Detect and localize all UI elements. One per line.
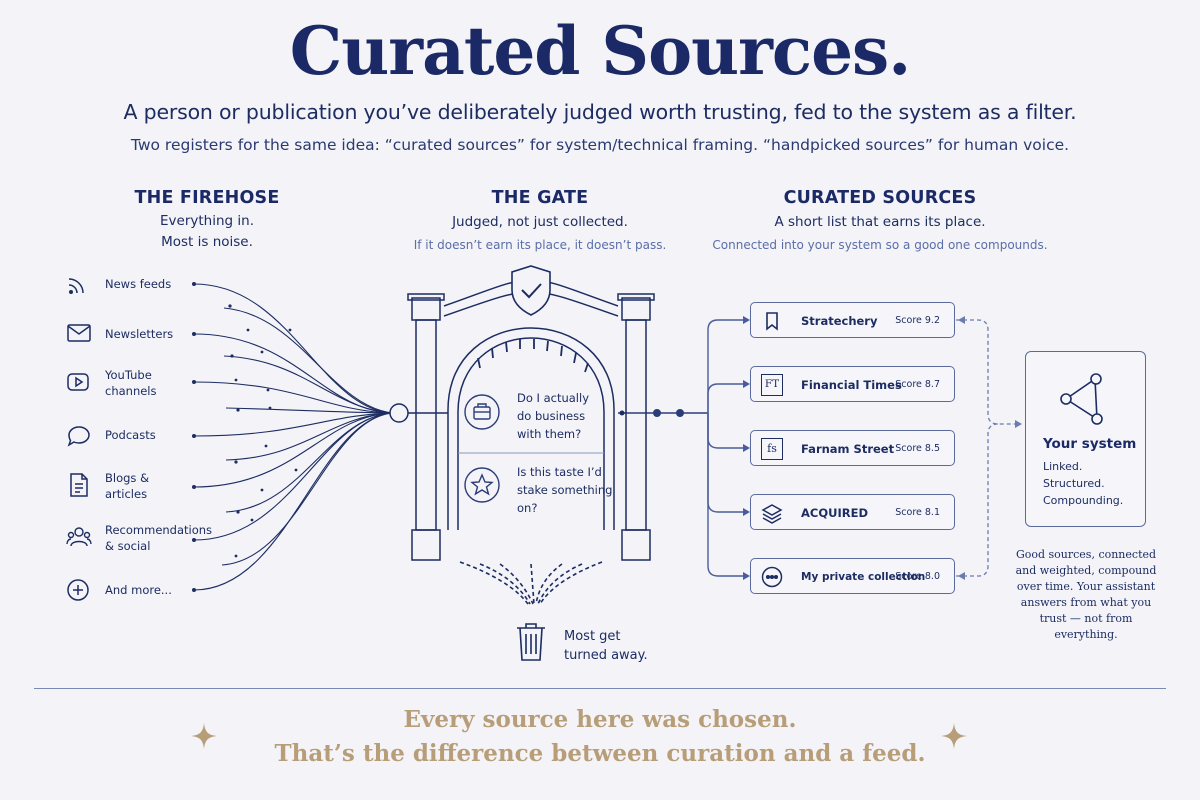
sparkle-icon <box>191 723 217 749</box>
footer-line-1: Every source here was chosen. <box>403 706 797 733</box>
firehose-dots <box>192 282 298 592</box>
source-card-stratechery[interactable]: Stratechery Score 9.2 <box>750 302 955 338</box>
card-score: Score 9.2 <box>895 315 940 326</box>
page-title: Curated Sources. <box>289 12 911 90</box>
people-icon <box>66 526 92 548</box>
footer-divider <box>34 688 1166 689</box>
source-label: Podcasts <box>105 428 156 442</box>
footer-line-2: That’s the difference between curation a… <box>274 740 926 767</box>
page-note: Two registers for the same idea: “curate… <box>130 136 1070 154</box>
source-card-financial-times[interactable]: FT Financial Times Score 8.7 <box>750 366 955 402</box>
mail-icon <box>66 323 92 343</box>
curated-branches <box>707 319 748 577</box>
system-traits: Linked.Structured.Compounding. <box>1043 460 1124 507</box>
network-graph-icon <box>1056 372 1116 428</box>
card-name: Farnam Street <box>801 442 895 456</box>
ft-logo-icon: FT <box>761 374 783 396</box>
document-icon <box>68 472 90 498</box>
page-subtitle: A person or publication you’ve deliberat… <box>123 100 1077 124</box>
source-label: Recommendations& social <box>105 523 213 553</box>
sparkle-icon <box>941 723 967 749</box>
card-name: ACQUIRED <box>801 506 868 520</box>
layers-icon <box>761 502 783 524</box>
card-score: Score 8.1 <box>895 507 940 518</box>
curated-heading: CURATED SOURCES <box>783 188 977 208</box>
gate-heading: THE GATE <box>491 188 589 208</box>
source-card-acquired[interactable]: ACQUIRED Score 8.1 <box>750 494 955 530</box>
star-icon <box>463 466 501 504</box>
play-icon <box>66 372 90 392</box>
firehose-line-1: Everything in. <box>160 213 254 229</box>
card-name: Stratechery <box>801 314 878 328</box>
gate-note: If it doesn’t earn its place, it doesn’t… <box>413 238 667 252</box>
card-score: Score 8.7 <box>895 379 940 390</box>
firehose-heading: THE FIREHOSE <box>134 188 280 208</box>
source-label: Newsletters <box>105 327 174 341</box>
source-label: And more... <box>105 583 172 597</box>
rss-icon <box>66 274 91 296</box>
curated-subtitle: A short list that earns its place. <box>774 214 986 230</box>
curated-note: Connected into your system so a good one… <box>712 238 1048 252</box>
trash-icon <box>513 620 549 664</box>
card-name: Financial Times <box>801 378 902 392</box>
firehose-subtitle: Everything in. Most is noise. <box>104 211 310 253</box>
source-label: News feeds <box>105 277 172 291</box>
your-system-box: Your system Linked.Structured.Compoundin… <box>1025 351 1146 527</box>
source-card-farnam-street[interactable]: fs Farnam Street Score 8.5 <box>750 430 955 466</box>
speech-bubble-icon <box>66 424 92 448</box>
more-dots-icon <box>761 566 783 588</box>
system-feedback-links <box>956 319 1018 577</box>
card-name: My private collection <box>801 571 926 583</box>
firehose-lines <box>193 283 393 591</box>
gate-subtitle: Judged, not just collected. <box>452 214 628 230</box>
bookmark-icon <box>761 310 783 332</box>
shield-check-icon <box>511 265 551 316</box>
briefcase-icon <box>463 393 501 431</box>
system-title: Your system <box>1043 436 1137 452</box>
card-score: Score 8.0 <box>895 571 940 582</box>
card-score: Score 8.5 <box>895 443 940 454</box>
source-label: Blogs &articles <box>105 471 150 501</box>
source-card-private-collection[interactable]: My private collection Score 8.0 <box>750 558 955 594</box>
firehose-line-2: Most is noise. <box>161 234 253 250</box>
fs-logo-icon: fs <box>761 438 783 460</box>
gate-arch-illustration <box>407 265 655 605</box>
plus-icon <box>66 578 90 602</box>
